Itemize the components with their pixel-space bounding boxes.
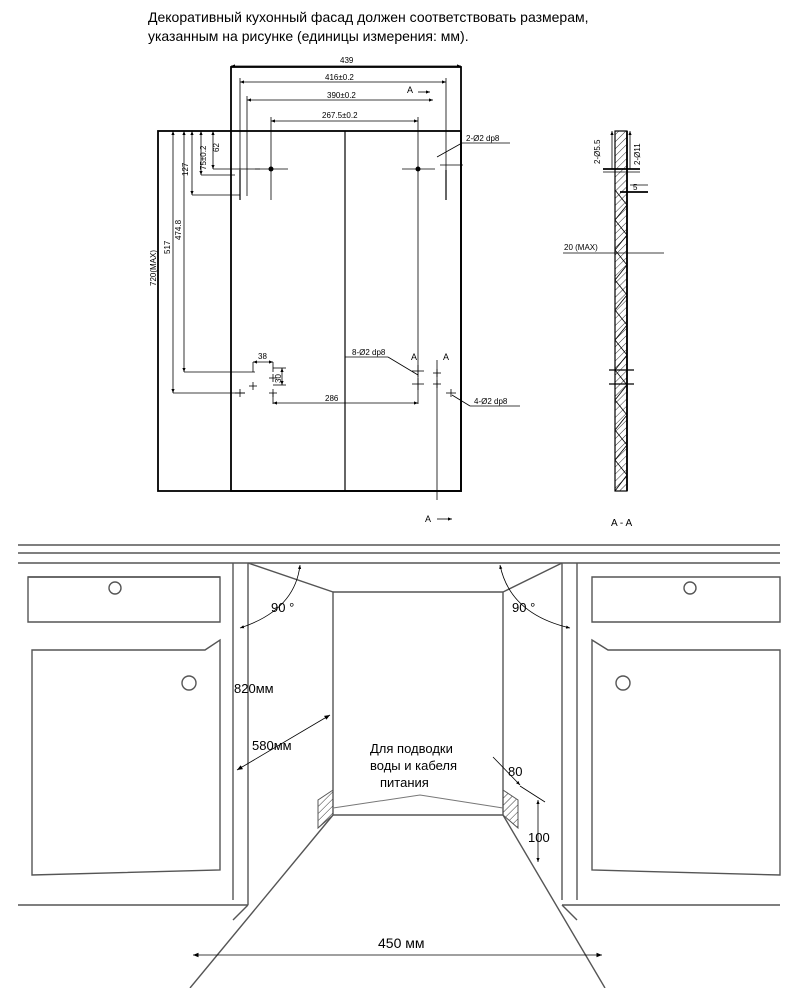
dim-474: 474.8 [174,219,183,240]
height-label: 820мм [234,681,274,696]
dim-720: 720(MAX) [149,250,158,286]
section-aa-drawing: 5 2-Ø5.5 2-Ø11 20 (MAX) A - A [563,130,664,529]
section-a-top: A [407,85,413,95]
leader-4-hole [451,394,471,407]
depth-label: 580мм [252,738,292,753]
caption-line-1: Декоративный кухонный фасад должен соотв… [148,9,589,25]
section-a-mid-left: A [411,352,417,362]
dim-100-ext [519,785,546,803]
note-line-2: воды и кабеля [370,758,457,773]
left-drawer-knob [108,581,122,595]
section-zigzag [614,189,628,492]
floor-left [189,814,334,988]
angle-arc-left [239,564,302,629]
dim-11: 2-Ø11 [633,143,642,165]
dim-62: 62 [212,143,221,152]
caption: Декоративный кухонный фасад должен соотв… [148,8,668,46]
installation-drawing: 90 ° 90 ° 820мм 580мм Для подводки воды … [18,544,781,988]
left-drawer [27,576,221,623]
left-door-knob [181,675,197,691]
lower-left-holes [235,374,277,397]
notch-right [502,789,519,830]
dim-30: 30 [274,374,283,383]
rear-channel [332,794,504,809]
dim-267: 267.5±0.2 [322,111,358,120]
lower-right-holes [412,365,456,397]
leader-8-hole [387,356,419,376]
dim-38: 38 [258,352,267,361]
dim-439: 439 [340,56,354,65]
hole-4-label: 4-Ø2 dp8 [474,397,508,406]
leader-2-hole [436,142,463,158]
right-drawer-knob [683,581,697,595]
notch-left [317,789,334,830]
dim-75: 75±0.2 [199,145,208,170]
right-drawer [591,576,781,623]
hole-8-label: 8-Ø2 dp8 [352,348,386,357]
dim-5-5: 2-Ø5.5 [593,139,602,164]
section-a-mid-right: A [443,352,449,362]
dim-5: 5 [633,183,638,192]
note-line-1: Для подводки [370,741,453,756]
depth-dim-line [236,714,331,771]
dim-390: 390±0.2 [327,91,356,100]
dim-80: 80 [508,764,522,779]
caption-line-2: указанным на рисунке (единицы измерения:… [148,28,469,44]
dim-286: 286 [325,394,339,403]
dim-20: 20 (MAX) [564,243,598,252]
hole-2-label: 2-Ø2 dp8 [466,134,500,143]
left-door [31,638,221,876]
floor-right [502,814,606,988]
angle-left: 90 ° [271,600,294,615]
dim-100: 100 [528,830,550,845]
panel-outline [157,130,462,492]
dim-416: 416±0.2 [325,73,354,82]
section-a-bottom: A [425,514,431,524]
angle-right: 90 ° [512,600,535,615]
right-door [591,638,781,876]
right-door-knob [615,675,631,691]
section-title: A - A [611,518,632,529]
width-label: 450 мм [378,935,425,951]
front-panel-drawing: 439 416±0.2 390±0.2 267.5±0.2 A 2-Ø2 dp8 [149,56,520,524]
dim-80-line [492,756,521,786]
note-line-3: питания [380,775,429,790]
angle-arc-right [499,564,571,629]
dim-127: 127 [181,162,190,176]
dim-517: 517 [163,240,172,254]
